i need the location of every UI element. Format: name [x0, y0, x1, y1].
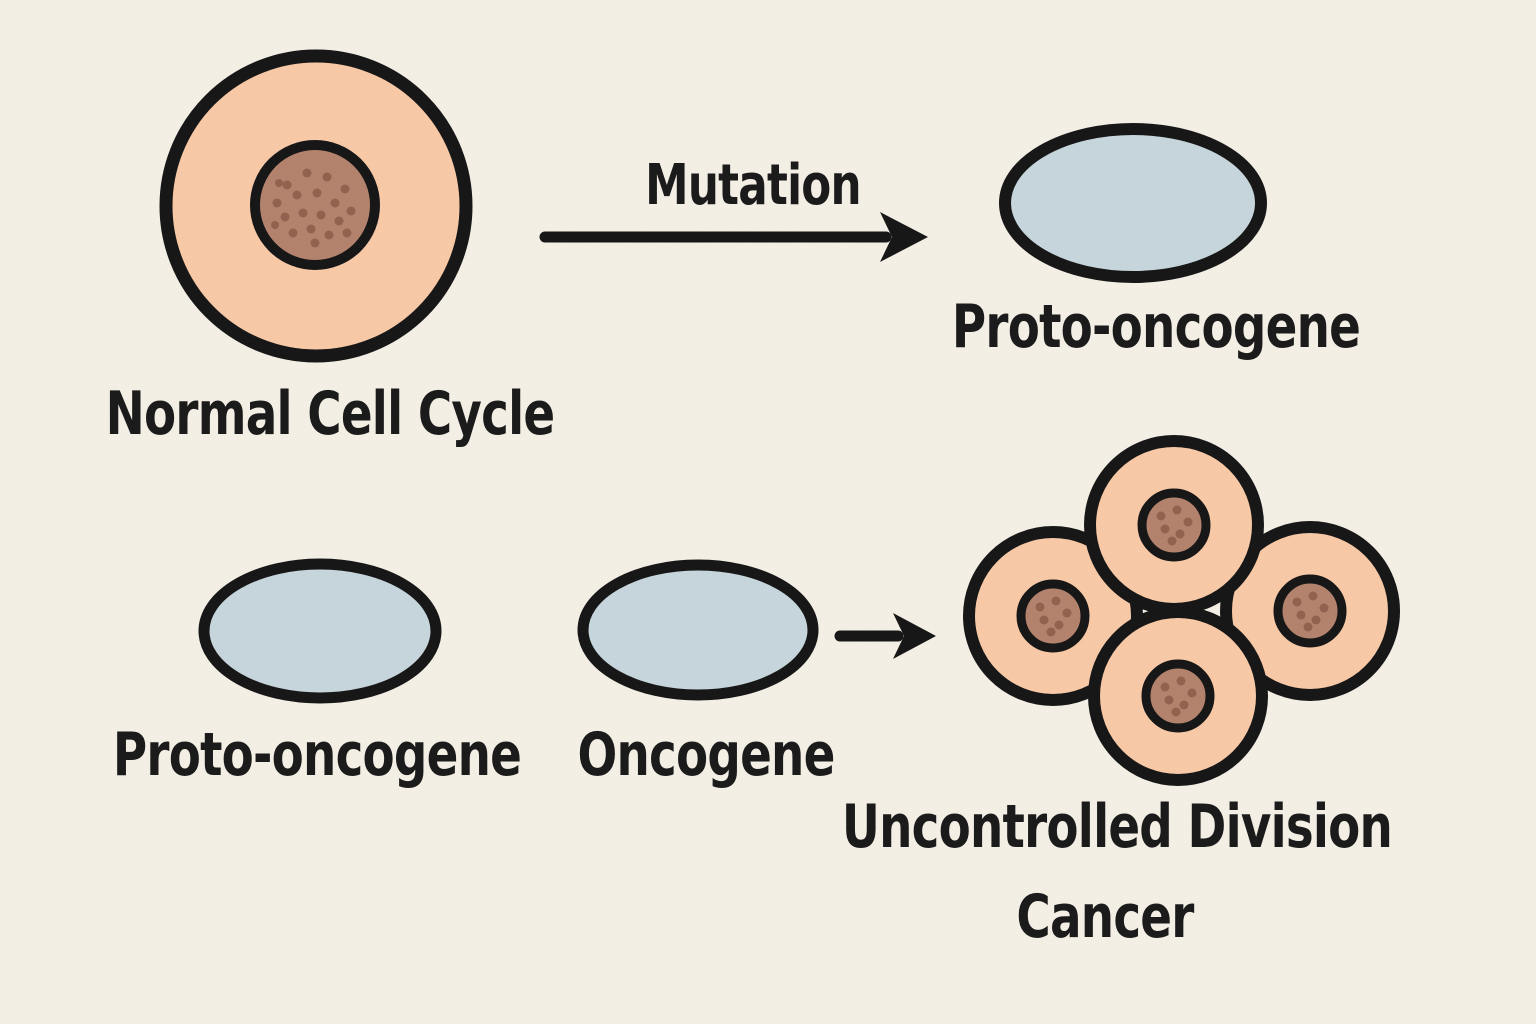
oncogene-shape	[577, 559, 819, 701]
proto-oncogene-label-top: Proto-oncogene	[951, 292, 1361, 362]
oncogene-label: Oncogene	[577, 720, 835, 790]
cancer-cell-top	[1090, 441, 1258, 609]
mutation-label: Mutation	[645, 153, 861, 218]
uncontrolled-division-label: Uncontrolled Division	[841, 792, 1393, 862]
normal-cell-label: Normal Cell Cycle	[105, 379, 555, 449]
proto-oncogene-label-bottom: Proto-oncogene	[112, 720, 522, 790]
normal-cell	[159, 49, 473, 363]
cancer-cell-cluster	[969, 441, 1394, 780]
proto-oncogene-shape-top	[999, 123, 1267, 283]
cancer-cell-bottom	[1094, 612, 1262, 780]
cancer-label: Cancer	[1016, 882, 1194, 952]
mutation-arrow	[539, 212, 928, 262]
proto-oncogene-shape-bottom	[198, 558, 442, 704]
division-arrow	[834, 613, 936, 659]
